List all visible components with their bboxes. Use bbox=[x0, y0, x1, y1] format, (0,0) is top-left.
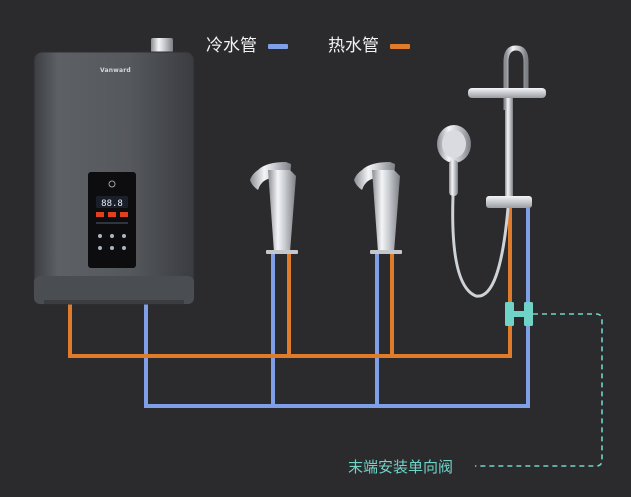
svg-text:88.8: 88.8 bbox=[101, 199, 123, 209]
heater-top-fitting bbox=[151, 38, 173, 54]
hot-pipes bbox=[68, 208, 512, 358]
shower-icon bbox=[437, 45, 546, 298]
legend-cold-swatch bbox=[268, 44, 288, 49]
heater-display-panel bbox=[88, 172, 136, 268]
legend-cold-label: 冷水管 bbox=[206, 36, 257, 56]
faucet-icon bbox=[250, 162, 298, 254]
valve-callout-line bbox=[475, 313, 603, 467]
water-heater: 88.8 bbox=[33, 38, 195, 305]
check-valve-note: 末端安装单向阀 bbox=[348, 458, 454, 476]
legend-hot-swatch bbox=[390, 44, 410, 49]
cold-pipe-main bbox=[144, 208, 530, 408]
heater-brand-logo: Vanward bbox=[100, 67, 131, 74]
heater-power-icon bbox=[108, 180, 116, 188]
check-valve-icon bbox=[505, 302, 533, 326]
faucet-icon bbox=[354, 162, 402, 254]
legend-hot-label: 热水管 bbox=[328, 36, 379, 56]
cold-pipes bbox=[144, 208, 530, 408]
